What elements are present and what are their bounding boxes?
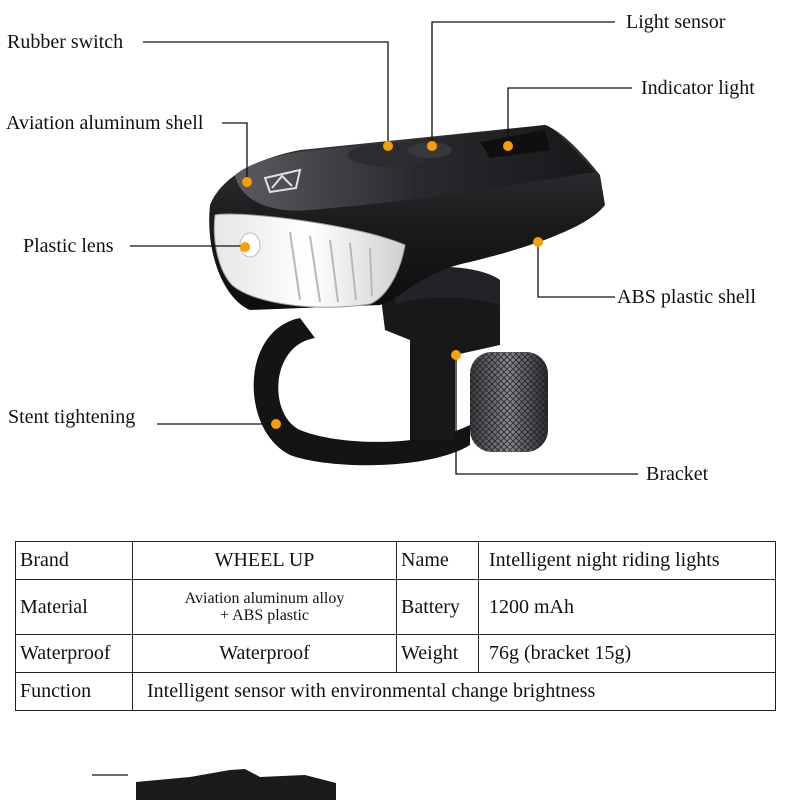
name-value: Intelligent night riding lights xyxy=(478,541,776,580)
waterproof-label: Waterproof xyxy=(15,634,133,674)
material-value-line2: + ABS plastic xyxy=(219,607,310,625)
marker-aviation-shell xyxy=(242,177,252,187)
weight-value: 76g (bracket 15g) xyxy=(478,634,776,674)
waterproof-value: Waterproof xyxy=(132,634,397,674)
label-stent-tightening: Stent tightening xyxy=(8,406,136,428)
bracket-post xyxy=(380,290,500,440)
label-light-sensor: Light sensor xyxy=(626,11,726,33)
battery-label: Battery xyxy=(396,578,479,636)
function-label: Function xyxy=(15,672,133,711)
next-diagram-preview xyxy=(92,769,336,800)
table-row: Waterproof Waterproof Weight 76g (bracke… xyxy=(15,634,776,674)
plastic-lens-shape xyxy=(213,213,406,308)
preview-body xyxy=(136,769,336,800)
marker-indicator-light xyxy=(503,141,513,151)
product-diagram xyxy=(130,21,638,475)
table-row: Brand WHEEL UP Name Intelligent night ri… xyxy=(15,541,776,580)
brand-value: WHEEL UP xyxy=(132,541,397,580)
spec-table: Brand WHEEL UP Name Intelligent night ri… xyxy=(15,541,776,711)
material-label: Material xyxy=(15,578,133,636)
marker-plastic-lens xyxy=(240,242,250,252)
material-value: Aviation aluminum alloy + ABS plastic xyxy=(132,578,397,636)
label-rubber-switch: Rubber switch xyxy=(7,31,124,53)
label-plastic-lens: Plastic lens xyxy=(23,235,114,257)
table-row: Material Aviation aluminum alloy + ABS p… xyxy=(15,578,776,636)
label-bracket: Bracket xyxy=(646,463,709,485)
material-value-line1: Aviation aluminum alloy xyxy=(184,590,345,608)
battery-value: 1200 mAh xyxy=(478,578,776,636)
label-aviation-shell: Aviation aluminum shell xyxy=(6,112,204,134)
marker-bracket xyxy=(451,350,461,360)
leader-light-sensor xyxy=(431,21,615,144)
marker-abs-shell xyxy=(533,237,543,247)
label-indicator-light: Indicator light xyxy=(641,77,755,99)
label-abs-shell: ABS plastic shell xyxy=(617,286,756,308)
function-value: Intelligent sensor with environmental ch… xyxy=(132,672,776,711)
marker-light-sensor xyxy=(427,141,437,151)
strap-band xyxy=(253,318,470,466)
indicator-strip xyxy=(480,130,550,158)
weight-label: Weight xyxy=(396,634,479,674)
marker-rubber-switch xyxy=(383,141,393,151)
leader-abs-shell xyxy=(537,242,615,298)
table-row: Function Intelligent sensor with environ… xyxy=(15,672,776,711)
name-label: Name xyxy=(396,541,479,580)
leader-rubber-switch xyxy=(143,41,389,144)
marker-stent xyxy=(271,419,281,429)
logo-badge xyxy=(263,168,302,194)
leader-indicator-light xyxy=(507,87,632,144)
leader-bracket xyxy=(455,356,638,475)
brand-label: Brand xyxy=(15,541,133,580)
leader-aviation-shell xyxy=(222,122,248,181)
